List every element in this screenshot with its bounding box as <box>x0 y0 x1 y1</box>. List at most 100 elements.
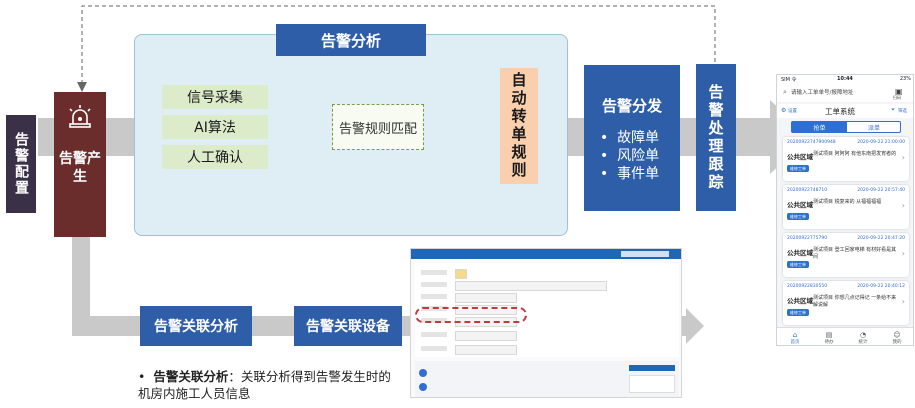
tab-grab[interactable]: 抢单 <box>792 122 847 133</box>
card-badge: 维修工单 <box>787 309 809 316</box>
card-date: 2020-09-22 21:00:00 <box>857 140 905 145</box>
card-date: 2020-09-22 20:57:40 <box>857 188 905 193</box>
alarm-config-label: 告警配置 <box>13 132 29 196</box>
nav-home[interactable]: ⌂首页 <box>781 330 809 345</box>
dispatch-item-event: • 事件单 <box>600 163 659 183</box>
chevron-right-icon: › <box>901 201 905 210</box>
dispatch-item-risk: • 风险单 <box>600 145 659 165</box>
note-bold: 告警关联分析 <box>153 369 229 384</box>
input-ai-algorithm: AI算法 <box>162 115 268 139</box>
mobile-status-left: SIM 令 <box>781 77 797 83</box>
highlight-dashed-ellipse <box>415 307 527 323</box>
card-desc: 测试项目 阿阿阿 有他东南把发宵者的 <box>813 151 897 157</box>
mobile-status-right: 23% <box>899 76 911 82</box>
nav-me[interactable]: ☺我的 <box>883 330 911 345</box>
mobile-tabs: 抢单 派单 <box>791 121 901 133</box>
analysis-title-text: 告警分析 <box>320 31 381 50</box>
alarm-config-box: 告警配置 <box>6 115 36 213</box>
desktop-form-area <box>415 263 679 357</box>
mobile-title-row: ⚙ 设置 工单系统 ⏷ 筛选 <box>777 104 913 118</box>
note-body: ：关联分析得到告警发生时的机房内施工人员信息 <box>138 369 391 401</box>
list-item[interactable]: 20200922747900948 2020-09-22 21:00:00 公共… <box>783 137 909 181</box>
chevron-right-icon: › <box>901 249 905 258</box>
card-area: 公共区域 <box>787 153 813 161</box>
note-bullet: • <box>138 369 154 384</box>
card-id: 20200922775790 <box>787 236 828 241</box>
alarm-generate-box: 告警产生 <box>54 92 106 237</box>
desktop-header-bar <box>411 249 681 259</box>
card-date: 2020-09-22 20:47:20 <box>857 236 905 241</box>
nav-stats-label: 统计 <box>858 340 868 345</box>
filter-icon[interactable]: ⏷ <box>891 107 896 113</box>
nav-home-label: 首页 <box>790 340 800 345</box>
mobile-search-input[interactable]: 请输入工单单号/报障地址 <box>791 88 887 98</box>
card-badge: 维修工单 <box>787 261 809 268</box>
card-area: 公共区域 <box>787 297 813 305</box>
mobile-search-placeholder: 请输入工单单号/报障地址 <box>791 90 854 96</box>
list-item[interactable]: 20200922830550 2020-09-22 20:40:12 公共区域 … <box>783 281 909 325</box>
card-id: 20200922748710 <box>787 188 828 193</box>
input-ai-algorithm-label: AI算法 <box>194 120 236 136</box>
scan-label: 扫码 <box>893 95 901 100</box>
auto-dispatch-label: 自动转单规则 <box>509 72 528 180</box>
clipboard-icon: ▤ <box>825 331 833 339</box>
feedback-arrow-head <box>77 82 87 92</box>
desktop-lower-area <box>415 361 679 397</box>
dispatch-title: 告警分发 <box>601 97 662 115</box>
mobile-status-bar: SIM 令 10:44 23% <box>777 75 913 84</box>
bottom-arrow-head <box>686 308 704 344</box>
bullet-dot-icon: • <box>600 130 618 146</box>
rule-match-label: 告警规则匹配 <box>338 121 417 137</box>
nav-todo-label: 待办 <box>824 340 834 345</box>
card-id: 20200922830550 <box>787 284 828 289</box>
input-signal-collect: 信号采集 <box>162 85 268 109</box>
mobile-screenshot: SIM 令 10:44 23% ⌕ 请输入工单单号/报障地址 ▣ 扫码 ⚙ 设置… <box>776 74 914 346</box>
correlation-analysis-box: 告警关联分析 <box>140 306 252 346</box>
analysis-panel-title: 告警分析 <box>276 24 426 56</box>
dispatch-item-event-label: 事件单 <box>617 166 660 182</box>
card-date: 2020-09-22 20:40:12 <box>857 284 905 289</box>
bullet-dot-icon: • <box>600 166 618 182</box>
auto-dispatch-box: 自动转单规则 <box>500 68 538 184</box>
tab-grab-label: 抢单 <box>813 124 826 132</box>
gear-icon[interactable]: ⚙ <box>781 107 787 114</box>
mobile-search-row: ⌕ 请输入工单单号/报障地址 ▣ 扫码 <box>777 84 913 102</box>
card-desc: 测试项目 锐复来的 从福福福福 <box>813 199 882 205</box>
tracking-box: 告警处理跟踪 <box>696 64 736 211</box>
note-text: • 告警关联分析：关联分析得到告警发生时的机房内施工人员信息 <box>138 368 400 402</box>
input-manual-confirm: 人工确认 <box>162 145 268 169</box>
search-icon: ⌕ <box>783 88 787 96</box>
list-item[interactable]: 20200922775790 2020-09-22 20:47:20 公共区域 … <box>783 233 909 277</box>
nav-todo[interactable]: ▤待办 <box>815 330 843 345</box>
correlation-device-box: 告警关联设备 <box>294 306 402 346</box>
nav-me-label: 我的 <box>892 340 902 345</box>
card-badge: 维修工单 <box>787 213 809 220</box>
dispatch-item-risk-label: 风险单 <box>617 148 660 164</box>
input-signal-collect-label: 信号采集 <box>187 90 243 106</box>
mobile-status-time: 10:44 <box>837 76 853 82</box>
filter-label: 筛选 <box>898 109 907 114</box>
card-badge: 维修工单 <box>787 165 809 172</box>
alarm-generate-label: 告警产生 <box>59 151 101 185</box>
home-icon: ⌂ <box>792 331 798 339</box>
nav-stats[interactable]: ◔统计 <box>849 330 877 345</box>
chevron-right-icon: › <box>901 153 905 162</box>
dispatch-box: 告警分发 • 故障单 • 风险单 • 事件单 <box>584 65 680 211</box>
feedback-dashed-loop <box>81 5 716 86</box>
chevron-right-icon: › <box>901 297 905 306</box>
scan-icon[interactable]: ▣ <box>895 87 903 96</box>
correlation-device-label: 告警关联设备 <box>306 319 390 335</box>
settings-label: 设置 <box>788 109 797 114</box>
down-arrow-band <box>72 236 90 336</box>
tab-dispatch[interactable]: 派单 <box>847 122 901 133</box>
input-manual-confirm-label: 人工确认 <box>187 150 243 166</box>
card-id: 20200922747900948 <box>787 140 836 145</box>
chart-icon: ◔ <box>859 331 867 339</box>
tab-dispatch-label: 派单 <box>867 124 880 132</box>
siren-icon <box>69 105 91 128</box>
list-item[interactable]: 20200922748710 2020-09-22 20:57:40 公共区域 … <box>783 185 909 229</box>
card-area: 公共区域 <box>787 201 813 209</box>
dispatch-item-fault-label: 故障单 <box>617 130 660 146</box>
dispatch-item-fault: • 故障单 <box>600 127 659 147</box>
card-desc: 测试项目 登工回家电梯 有材好看是其间 <box>813 247 897 260</box>
